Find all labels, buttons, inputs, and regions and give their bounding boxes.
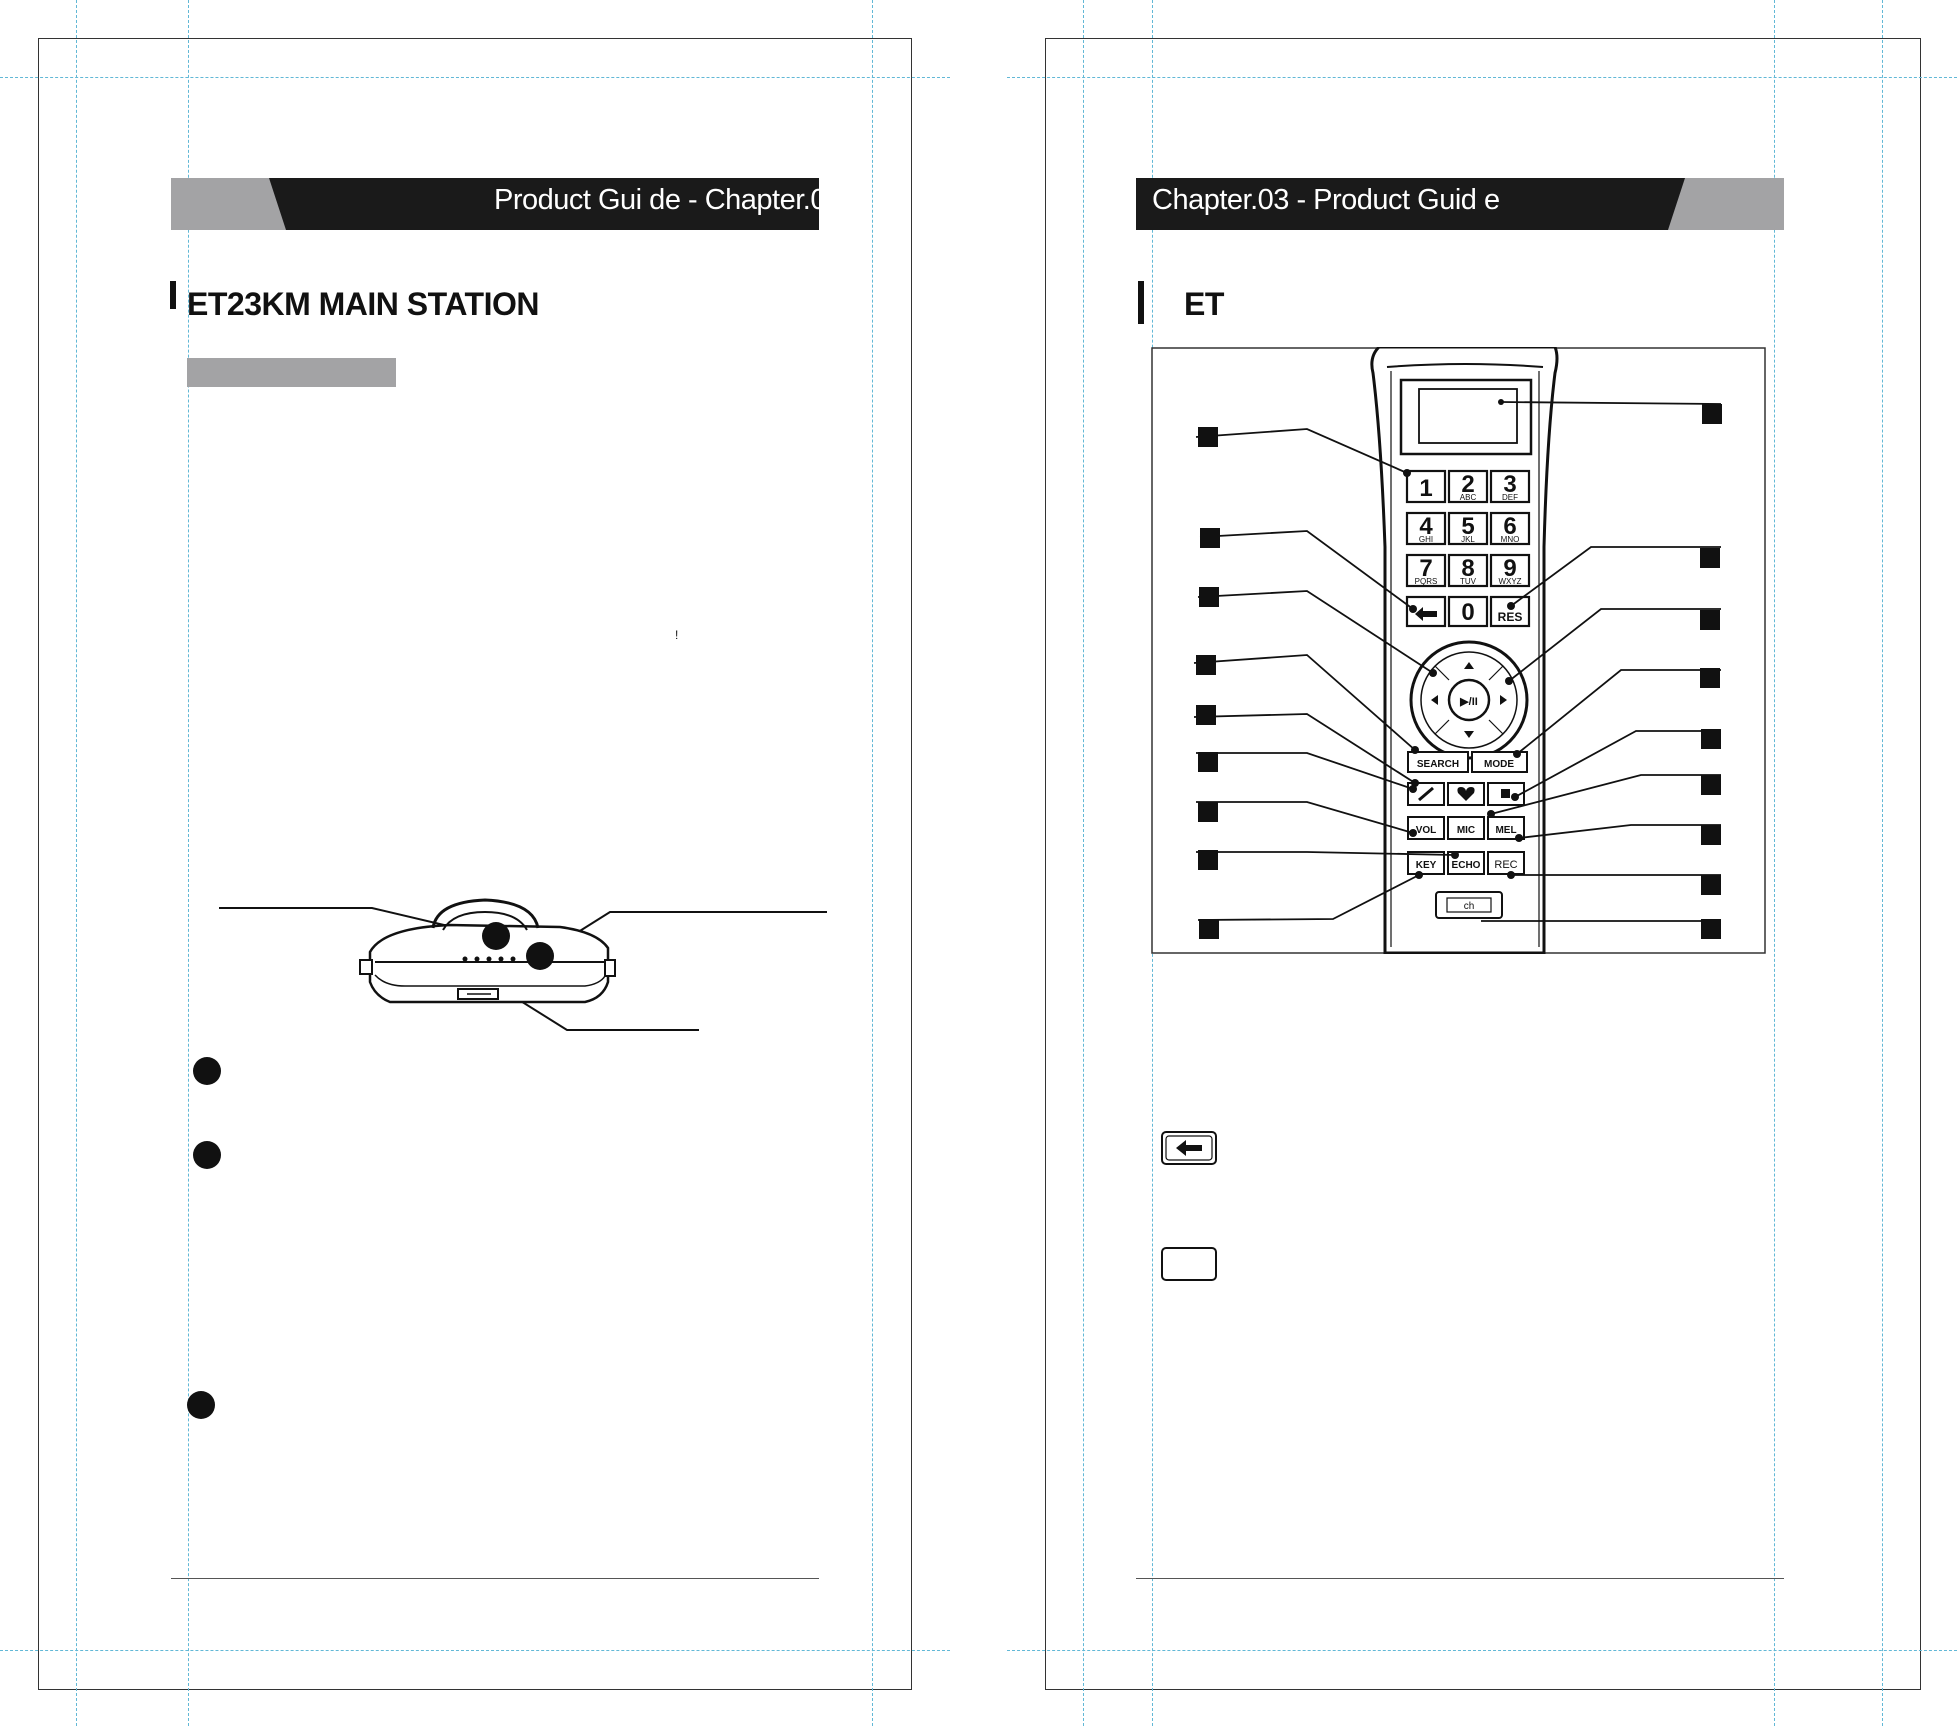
guide-line [0, 77, 950, 78]
callout-number-box [1701, 775, 1721, 795]
remote-key-label: 7 [1419, 555, 1432, 582]
remote-key-sublabel: JKL [1461, 535, 1475, 544]
callout-number-box [1702, 404, 1722, 424]
bullet-marker [193, 1141, 221, 1169]
callout-number-box [1700, 668, 1720, 688]
small-mark: ! [675, 628, 679, 642]
back-arrow-key-icon [1161, 1131, 1217, 1165]
main-station-drawing [219, 898, 827, 1031]
microphone-icon [1418, 786, 1434, 802]
remote-key-label: ch [1464, 901, 1475, 912]
guide-line [872, 0, 873, 1726]
callout-number-box [1199, 587, 1219, 607]
stop-icon [1501, 789, 1510, 798]
remote-key-label: VOL [1416, 825, 1437, 836]
callout-number-box [1196, 655, 1216, 675]
callout-number-box [1198, 802, 1218, 822]
remote-key-sublabel: GHI [1419, 535, 1433, 544]
bullet-marker [193, 1057, 221, 1085]
remote-key-label: KEY [1416, 860, 1437, 871]
callout-number-box [1701, 919, 1721, 939]
remote-key-sublabel: MNO [1501, 535, 1520, 544]
callout-number-box [1198, 850, 1218, 870]
left-header-bar [171, 178, 819, 230]
right-header-bar [1136, 178, 1784, 230]
left-header-text: Product Gui de - Chapter.03 [494, 184, 842, 216]
callout-number-box [1701, 729, 1721, 749]
guide-line [1007, 77, 1957, 78]
guide-line [188, 0, 189, 1726]
guide-line [76, 0, 77, 1726]
remote-key-sublabel: DEF [1502, 493, 1518, 502]
remote-key-label: MIC [1457, 825, 1475, 836]
callout-number-box [1700, 548, 1720, 568]
right-footer-line [1136, 1578, 1784, 1579]
remote-key-sublabel: TUV [1460, 577, 1477, 586]
remote-control-figure: 1 2 3 4 5 6 7 8 9 0 ABC DEF GHI JKL MNO … [1151, 347, 1766, 954]
callout-number-box [1198, 427, 1218, 447]
left-page-title: ET23KM MAIN STATION [187, 286, 539, 322]
remote-key-label: 8 [1461, 555, 1474, 582]
heart-icon [1457, 787, 1475, 801]
callout-number-box [1701, 875, 1721, 895]
remote-key-label: SEARCH [1417, 759, 1459, 770]
remote-key-sublabel: PQRS [1415, 577, 1438, 586]
remote-key-label: 2 [1461, 471, 1474, 498]
remote-center-key-label: ▶/II [1459, 696, 1478, 708]
remote-key-label: 6 [1503, 513, 1516, 540]
guide-line [1774, 0, 1775, 1726]
bullet-marker [187, 1391, 215, 1419]
left-page-frame [38, 38, 912, 1690]
remote-key-sublabel: WXYZ [1498, 577, 1521, 586]
remote-key-label: REC [1494, 859, 1517, 871]
callout-number-box [1198, 752, 1218, 772]
callout-number-box [1199, 919, 1219, 939]
left-title-marker [170, 281, 176, 309]
remote-key-sublabel: ABC [1460, 493, 1477, 502]
right-page-title: ET [1184, 286, 1224, 322]
remote-key-label: MODE [1484, 759, 1514, 770]
left-subtitle-bar [187, 358, 396, 387]
guide-line [1083, 0, 1084, 1726]
remote-key-label: MEL [1495, 825, 1516, 836]
remote-key-label: 9 [1503, 555, 1516, 582]
callout-number-box [1200, 528, 1220, 548]
left-footer-line [171, 1578, 819, 1579]
blank-key-icon [1161, 1247, 1217, 1281]
back-arrow-icon [1415, 607, 1437, 621]
guide-line [1007, 1650, 1957, 1651]
remote-key-label: 5 [1461, 513, 1474, 540]
remote-key-label: 3 [1503, 471, 1516, 498]
right-title-marker [1138, 281, 1144, 324]
right-page-frame [1045, 38, 1921, 1690]
callout-number-box [1196, 705, 1216, 725]
callout-number-box [1701, 825, 1721, 845]
remote-key-label: 0 [1461, 599, 1474, 626]
guide-line [1882, 0, 1883, 1726]
guide-line [0, 1650, 950, 1651]
right-header-text: Chapter.03 - Product Guid e [1152, 184, 1500, 216]
remote-key-label: 1 [1419, 475, 1432, 502]
callout-number-box [1700, 610, 1720, 630]
remote-key-label: ECHO [1452, 860, 1481, 871]
remote-key-label: 4 [1419, 513, 1433, 540]
remote-key-label: RES [1498, 610, 1523, 624]
